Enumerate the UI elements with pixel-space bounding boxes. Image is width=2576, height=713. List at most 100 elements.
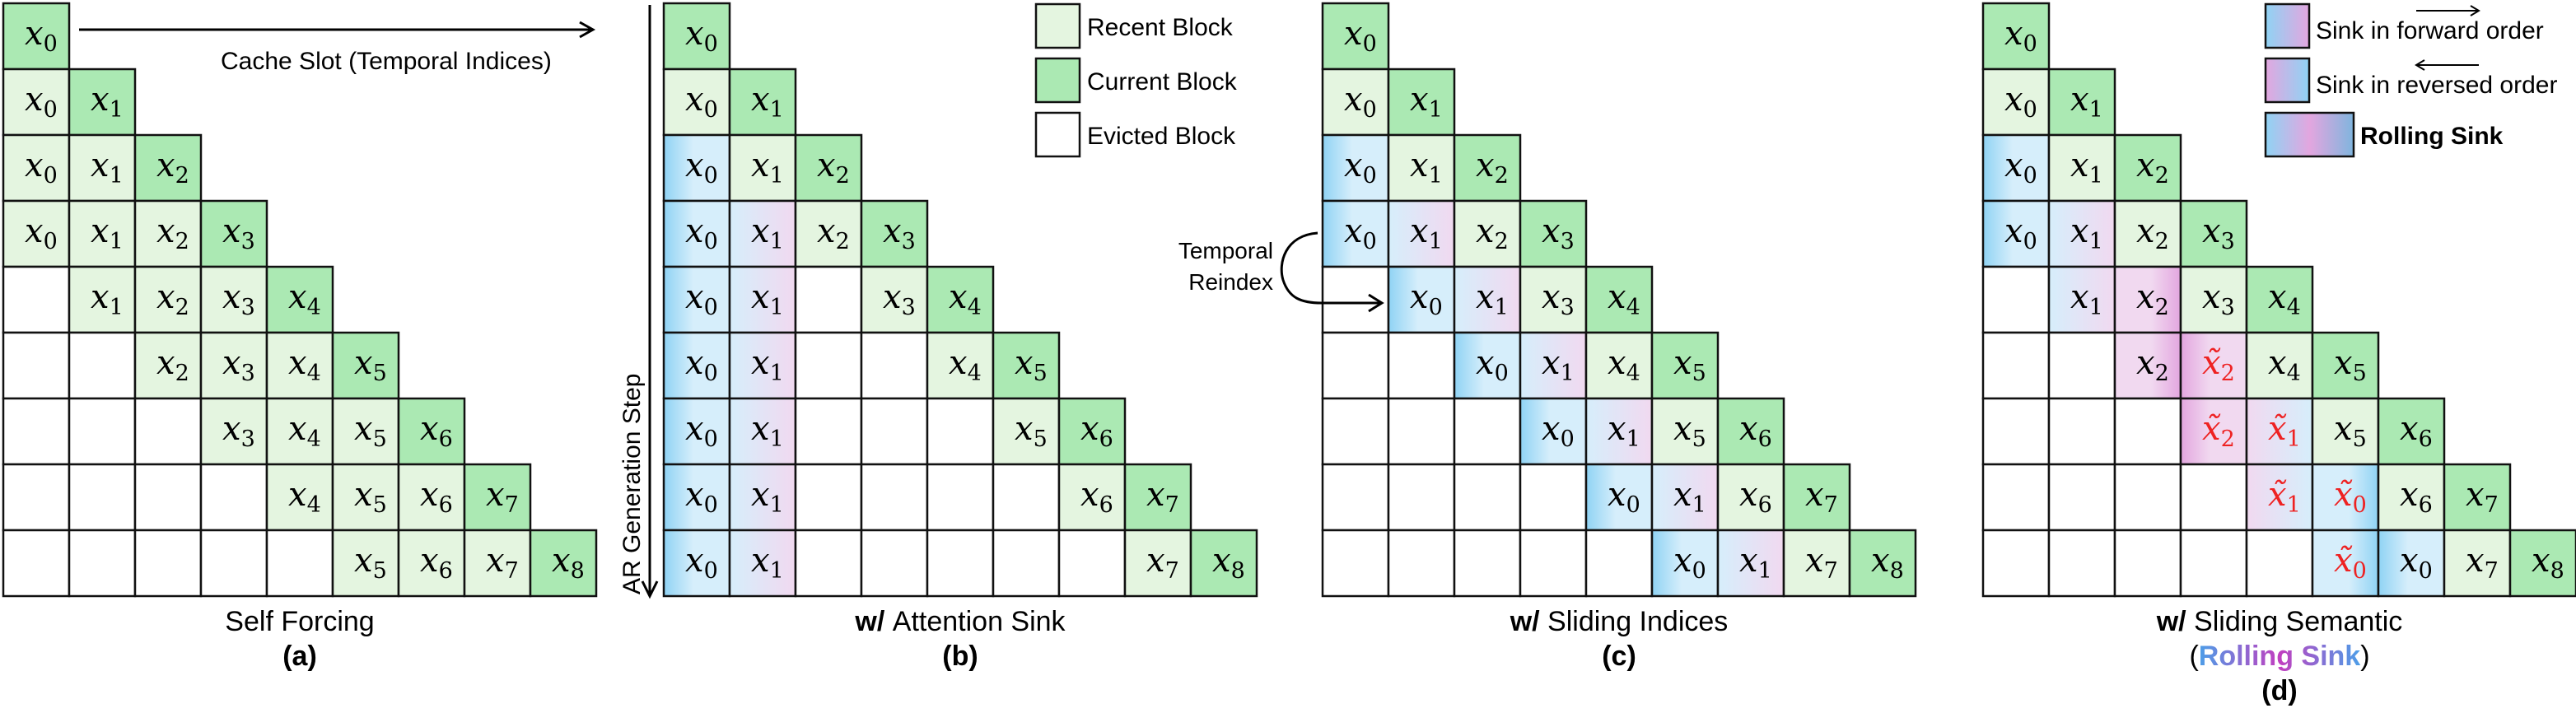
cell-box xyxy=(463,529,532,598)
panel-letter-c: (c) xyxy=(1602,641,1636,672)
cache-slot-arrow-head-icon xyxy=(579,21,596,39)
cell-box xyxy=(2179,463,2248,532)
cache-row: x0 xyxy=(1321,2,1390,71)
cache-cell-evicted xyxy=(1453,529,1522,598)
cache-slot-axis: Cache Slot (Temporal Indices) xyxy=(79,21,596,75)
cache-cell-evicted xyxy=(2113,397,2182,466)
cell-label: x0 xyxy=(685,476,718,518)
cell-label: x5 xyxy=(2334,410,2367,452)
cell-label: x6 xyxy=(2400,410,2433,452)
cell-box xyxy=(1584,331,1654,400)
cell-box xyxy=(728,331,797,400)
cell-label: x3 xyxy=(883,212,916,254)
cache-cell-evicted xyxy=(1981,331,2051,400)
cell-box xyxy=(133,397,203,466)
cell-box xyxy=(662,265,731,334)
cell-label: x6 xyxy=(420,542,453,584)
cache-cell-evicted xyxy=(1321,463,1390,532)
cache-cell-evicted xyxy=(133,463,203,532)
cell-box xyxy=(1584,397,1654,466)
cell-label: x0 xyxy=(2004,81,2037,123)
cache-cell-current: x6 xyxy=(2377,397,2446,466)
cell-label: x2 xyxy=(1476,212,1509,254)
legend-swatch xyxy=(2264,111,2355,158)
cell-box xyxy=(2047,463,2116,532)
cache-cell-bluepink: x1 xyxy=(728,463,797,532)
cell-box xyxy=(860,397,929,466)
cache-cell-current: x2 xyxy=(2113,133,2182,203)
cell-label: x3 xyxy=(222,344,255,386)
cache-cell-evicted xyxy=(794,397,863,466)
cache-cell-recent: x2 xyxy=(2113,199,2182,268)
panel-letter-b: (b) xyxy=(942,641,978,672)
cache-cell-current: x1 xyxy=(728,68,797,137)
cell-box xyxy=(529,529,598,598)
cell-label: x2 xyxy=(156,212,189,254)
cell-box xyxy=(662,331,731,400)
cell-box xyxy=(2245,529,2314,598)
cell-label: x5 xyxy=(354,542,387,584)
cell-label: x4 xyxy=(2268,278,2301,320)
cell-label: x7 xyxy=(1805,542,1838,584)
cache-cell-current: x2 xyxy=(133,133,203,203)
cell-box xyxy=(728,265,797,334)
cell-label: x2 xyxy=(2136,344,2169,386)
cache-cell-recent: x0 xyxy=(662,68,731,137)
legend-label: Current Block xyxy=(1087,68,1238,96)
cell-box xyxy=(1584,463,1654,532)
cache-cell-blue: x0 xyxy=(662,133,731,203)
cell-label: x3 xyxy=(222,278,255,320)
cell-label: x4 xyxy=(288,278,321,320)
cell-box xyxy=(2113,463,2182,532)
cache-cell-recent: x1 xyxy=(728,133,797,203)
cache-cell-evicted xyxy=(1387,331,1456,400)
cache-cell-blue: x0 xyxy=(1650,529,1720,598)
cell-box xyxy=(331,463,400,532)
cell-box xyxy=(68,397,137,466)
cell-box xyxy=(1519,463,1588,532)
cell-label: x2 xyxy=(817,147,850,189)
cache-cell-recent: x2 xyxy=(1453,199,1522,268)
cell-label: x̃2 xyxy=(2202,410,2235,452)
cell-label: x4 xyxy=(1608,278,1640,320)
cache-cell-recent: x4 xyxy=(265,397,334,466)
cache-cell-current: x4 xyxy=(1584,265,1654,334)
cell-box xyxy=(1453,397,1522,466)
cell-box xyxy=(1453,529,1522,598)
cell-label: x0 xyxy=(1344,147,1377,189)
cache-cell-recent: x0 xyxy=(1321,68,1390,137)
cell-box xyxy=(1453,133,1522,203)
cell-label: x4 xyxy=(1608,344,1640,386)
cache-cell-evicted xyxy=(860,331,929,400)
cache-cell-current: x6 xyxy=(397,397,466,466)
cell-box xyxy=(1716,463,1785,532)
cache-cell-bluepink: x1 xyxy=(1716,529,1785,598)
cell-box xyxy=(794,463,863,532)
cell-box xyxy=(1716,397,1785,466)
cache-cell-recent: x7 xyxy=(2443,529,2512,598)
cell-label: x0 xyxy=(685,344,718,386)
cache-cell-recent: x4 xyxy=(1584,331,1654,400)
cache-cell-recent: x1 xyxy=(2047,133,2116,203)
cell-box xyxy=(2443,463,2512,532)
cache-cell-recent: x2 xyxy=(133,331,203,400)
cell-label: x3 xyxy=(1542,212,1575,254)
cell-label: x6 xyxy=(420,410,453,452)
legend-label: Sink in forward order xyxy=(2316,17,2544,44)
cell-box xyxy=(926,265,995,334)
cache-cell-evicted xyxy=(2179,463,2248,532)
cell-label: x3 xyxy=(1542,278,1575,320)
cache-cell-evicted xyxy=(199,463,268,532)
cell-label: x̃0 xyxy=(2334,542,2367,584)
cell-label: x0 xyxy=(685,147,718,189)
cache-cell-blue: x0 xyxy=(1387,265,1456,334)
cell-label: x1 xyxy=(2070,81,2103,123)
cell-box xyxy=(265,265,334,334)
temporal-reindex-label-line1: Temporal xyxy=(1178,238,1273,263)
